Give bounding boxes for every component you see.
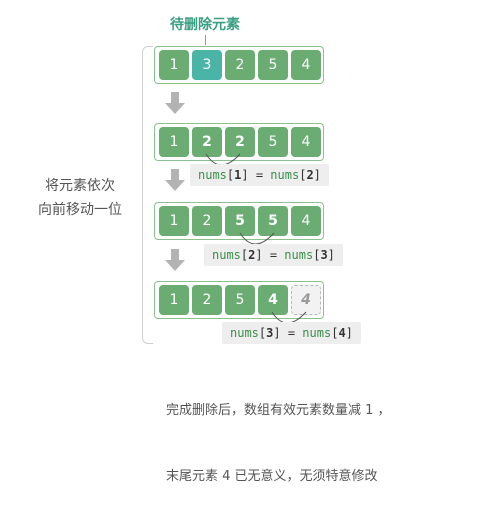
code-token: nums xyxy=(302,326,332,340)
left-bracket xyxy=(142,46,153,344)
array-cell: 2 xyxy=(192,285,222,315)
side-label-line-2: 向前移动一位 xyxy=(38,202,122,218)
caption-line-1: 完成删除后，数组有效元素数量减 1 ， xyxy=(166,403,391,418)
code-token: ] xyxy=(241,168,249,182)
caption: 完成删除后，数组有效元素数量减 1 ， 末尾元素 4 已无意义，无须特意修改 xyxy=(166,356,391,510)
code-token: = xyxy=(262,248,285,262)
code-token: nums xyxy=(198,168,227,182)
code-token: [ xyxy=(331,326,339,340)
code-index: 1 xyxy=(234,168,242,182)
code-statement-2: nums[2] = nums[3] xyxy=(204,244,343,266)
code-token: ] xyxy=(345,326,353,340)
down-arrow-icon xyxy=(165,92,185,114)
code-index: 3 xyxy=(320,248,328,262)
code-statement-3: nums[3] = nums[4] xyxy=(222,322,361,344)
array-cell: 1 xyxy=(159,127,189,157)
array-cell: 1 xyxy=(159,50,189,80)
code-token: ] xyxy=(255,248,263,262)
down-arrow-icon xyxy=(165,169,185,191)
code-statement-1: nums[1] = nums[2] xyxy=(190,164,329,186)
code-index: 2 xyxy=(306,168,314,182)
array-cell: 2 xyxy=(192,206,222,236)
code-index: 4 xyxy=(338,326,346,340)
code-token: [ xyxy=(313,248,321,262)
array-cell-updated: 2 xyxy=(192,127,222,157)
array-cell-to-delete: 3 xyxy=(192,50,222,80)
code-token: nums xyxy=(284,248,314,262)
array-cell: 5 xyxy=(258,50,288,80)
array-cell-updated: 4 xyxy=(258,285,288,315)
code-token: = xyxy=(248,168,271,182)
array-cell-stale: 4 xyxy=(291,285,321,315)
array-cell: 2 xyxy=(225,50,255,80)
array-row-step-3: 1 2 5 4 4 xyxy=(154,281,324,319)
code-token: = xyxy=(280,326,303,340)
array-cell: 5 xyxy=(225,285,255,315)
caption-line-2: 末尾元素 4 已无意义，无须特意修改 xyxy=(166,469,378,484)
side-label-line-1: 将元素依次 xyxy=(45,178,115,194)
code-token: ] xyxy=(327,248,335,262)
array-cell: 4 xyxy=(291,50,321,80)
code-token: ] xyxy=(313,168,321,182)
title-pointer-line xyxy=(205,35,206,45)
array-row-initial: 1 3 2 5 4 xyxy=(154,46,324,84)
code-token: nums xyxy=(270,168,300,182)
code-token: [ xyxy=(226,168,235,182)
code-token: nums xyxy=(230,326,259,340)
code-token: nums xyxy=(212,248,241,262)
array-row-step-2: 1 2 5 5 4 xyxy=(154,202,324,240)
array-cell-updated: 5 xyxy=(225,206,255,236)
array-cell-source: 2 xyxy=(225,127,255,157)
array-row-step-1: 1 2 2 5 4 xyxy=(154,123,324,161)
array-cell: 4 xyxy=(291,206,321,236)
array-cell: 5 xyxy=(258,127,288,157)
array-cell: 4 xyxy=(291,127,321,157)
down-arrow-icon xyxy=(165,249,185,271)
code-token: [ xyxy=(240,248,249,262)
code-token: ] xyxy=(273,326,281,340)
array-cell: 1 xyxy=(159,206,189,236)
code-token: [ xyxy=(299,168,307,182)
code-index: 2 xyxy=(248,248,256,262)
array-cell: 1 xyxy=(159,285,189,315)
array-cell-source: 5 xyxy=(258,206,288,236)
diagram-title: 待删除元素 xyxy=(170,17,240,33)
code-token: [ xyxy=(258,326,267,340)
side-label: 将元素依次 向前移动一位 xyxy=(30,174,130,222)
code-index: 3 xyxy=(266,326,274,340)
